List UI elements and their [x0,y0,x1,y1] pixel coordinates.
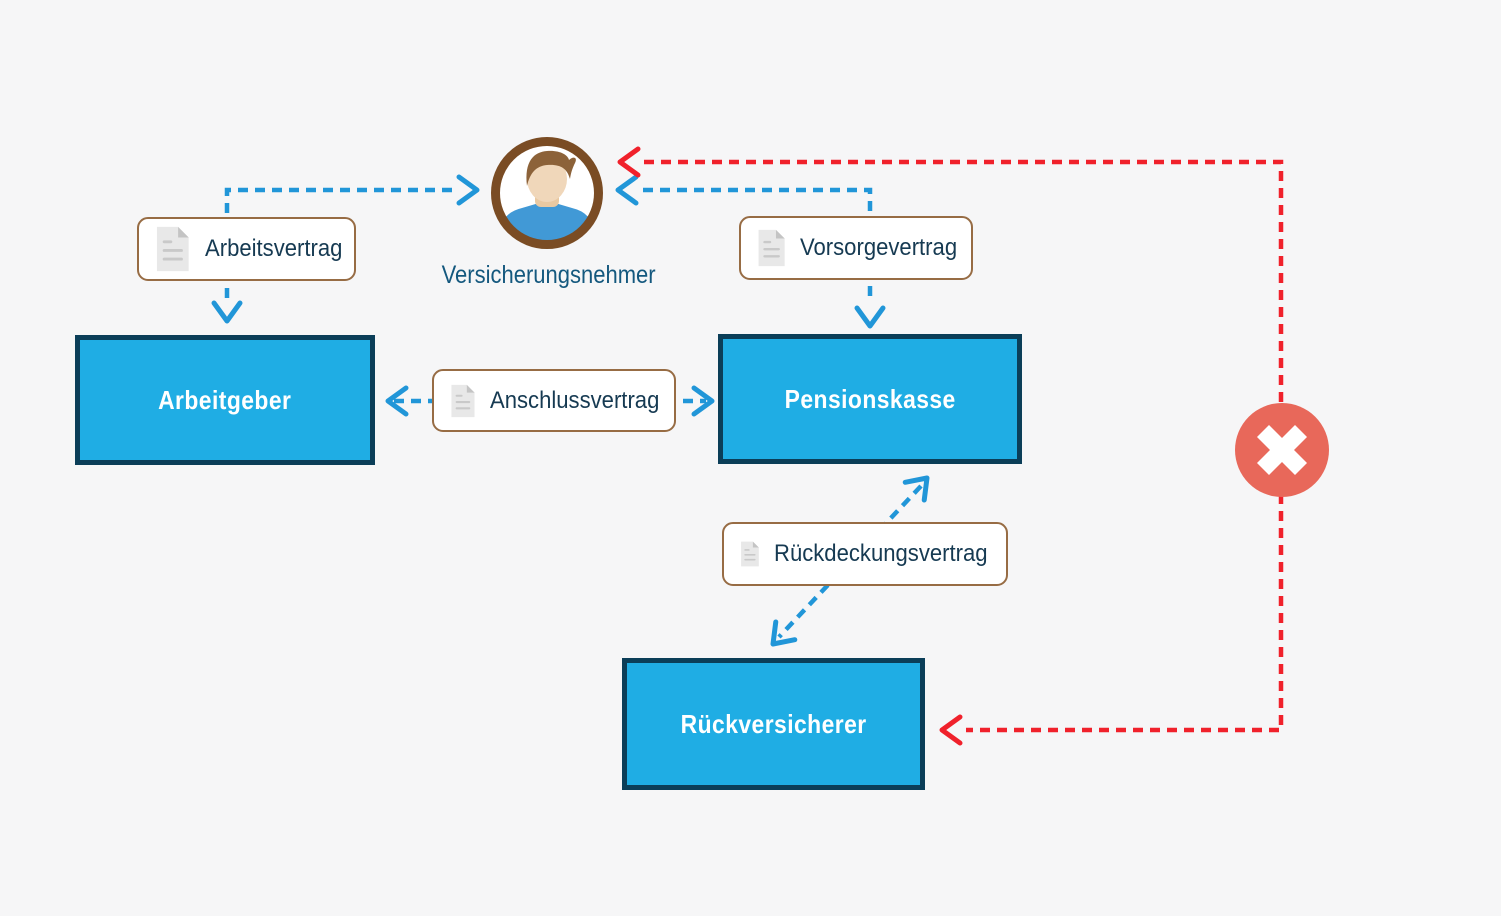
anschlussvertrag-doclabel: Anschlussvertrag [432,369,676,432]
arrowhead-to-versicherungsnehmer-icon [456,174,480,206]
document-icon [741,541,759,567]
arrowhead-to-pensionskasse-icon [902,475,930,503]
arrowhead-to-pensionskasse-icon [691,385,715,417]
vorsorgevertrag-label: Vorsorgevertrag [800,234,958,261]
arrowhead-to-rueckversicherer-icon [770,619,798,647]
arrowhead-to-versicherungsnehmer-icon [615,174,639,206]
rueckdeckungsvertrag-doclabel: Rückdeckungsvertrag [722,522,1008,586]
arrowhead-to-arbeitgeber-icon [211,300,243,324]
rueckversicherer-node: Rückversicherer [622,658,925,790]
arrowhead-to-rueckversicherer-icon [939,714,963,746]
pensionskasse-node: Pensionskasse [718,334,1022,464]
rueckversicherer-label: Rückversicherer [680,708,867,739]
vorsorgevertrag-doclabel: Vorsorgevertrag [739,216,973,280]
x-cross-icon [1256,424,1308,476]
pensionskasse-label: Pensionskasse [784,383,956,414]
edge-vorsorgevertrag-line [643,187,873,302]
anschlussvertrag-label: Anschlussvertrag [489,386,660,414]
arbeitgeber-node: Arbeitgeber [75,335,375,465]
blocked-relationship-badge [1235,403,1329,497]
document-icon [451,384,475,417]
arrowhead-to-pensionskasse-icon [854,305,886,329]
versicherungsnehmer-node [487,133,607,253]
edge-vorsorgevertrag [615,174,886,329]
rueckdeckungsvertrag-label: Rückdeckungsvertrag [773,540,988,567]
arbeitsvertrag-doclabel: Arbeitsvertrag [137,217,356,281]
arrowhead-to-arbeitgeber-icon [385,385,409,417]
document-icon [758,229,785,267]
person-avatar-icon [491,137,603,249]
arbeitgeber-label: Arbeitgeber [158,384,292,415]
document-icon [156,226,189,272]
arbeitsvertrag-label: Arbeitsvertrag [204,235,343,262]
versicherungsnehmer-label: Versicherungsnehmer [441,261,656,289]
arrowhead-to-versicherungsnehmer-icon [617,146,641,178]
